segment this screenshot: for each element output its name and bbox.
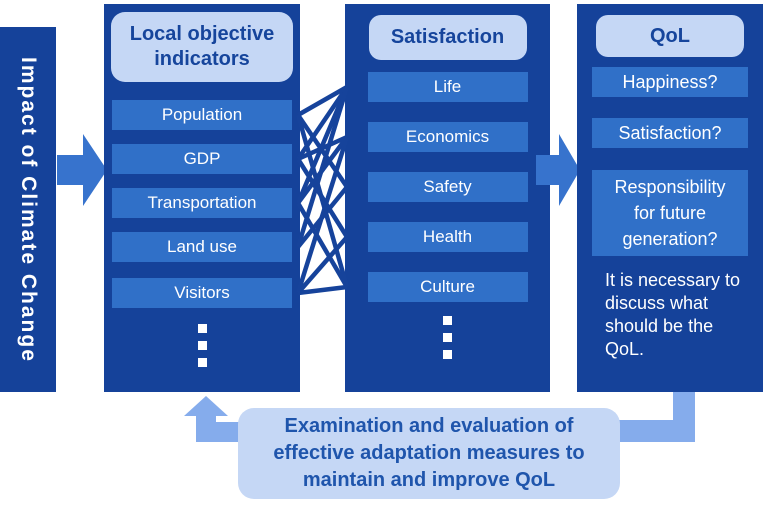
- vertical-ellipsis-icon: [197, 324, 207, 367]
- col1-item-0: Population: [112, 100, 292, 130]
- arrow-right-icon-1: [57, 134, 107, 206]
- feedback-connector-right-vertical: [673, 392, 695, 442]
- col1-item-2: Transportation: [112, 188, 292, 218]
- column-qol: QoL Happiness? Satisfaction? Responsibil…: [577, 4, 763, 392]
- col1-item-1: GDP: [112, 144, 292, 174]
- col2-item-2: Safety: [367, 172, 528, 202]
- impact-banner-label: Impact of Climate Change: [17, 56, 40, 363]
- arrow-up-icon: [184, 396, 228, 416]
- col2-item-0: Life: [367, 72, 528, 102]
- qol-note: It is necessary to discuss what should b…: [605, 270, 741, 359]
- feedback-box: Examination and evaluation of effective …: [238, 408, 620, 499]
- col3-header: QoL: [596, 15, 744, 57]
- col1-item-4: Visitors: [112, 278, 292, 308]
- feedback-connector-right-horizontal: [618, 420, 675, 442]
- col3-item-0: Happiness?: [592, 67, 748, 97]
- feedback-box-label: Examination and evaluation of effective …: [273, 415, 585, 491]
- col3-item-1: Satisfaction?: [592, 118, 748, 148]
- impact-banner: Impact of Climate Change: [0, 27, 56, 392]
- column-local-indicators: Local objective indicators Population GD…: [104, 4, 300, 392]
- arrow-right-icon-2: [536, 134, 580, 206]
- col2-item-3: Health: [367, 222, 528, 252]
- col1-header: Local objective indicators: [111, 12, 293, 82]
- col1-item-3: Land use: [112, 232, 292, 262]
- vertical-ellipsis-icon: [443, 316, 452, 359]
- feedback-connector-left-horizontal: [214, 422, 240, 442]
- col3-item-2: Responsibility for future generation?: [592, 170, 748, 256]
- feedback-connector-left-vertical: [196, 414, 216, 442]
- col2-item-4: Culture: [367, 272, 528, 302]
- col2-item-1: Economics: [367, 122, 528, 152]
- col2-header: Satisfaction: [368, 15, 527, 60]
- column-satisfaction: Satisfaction Life Economics Safety Healt…: [345, 4, 550, 392]
